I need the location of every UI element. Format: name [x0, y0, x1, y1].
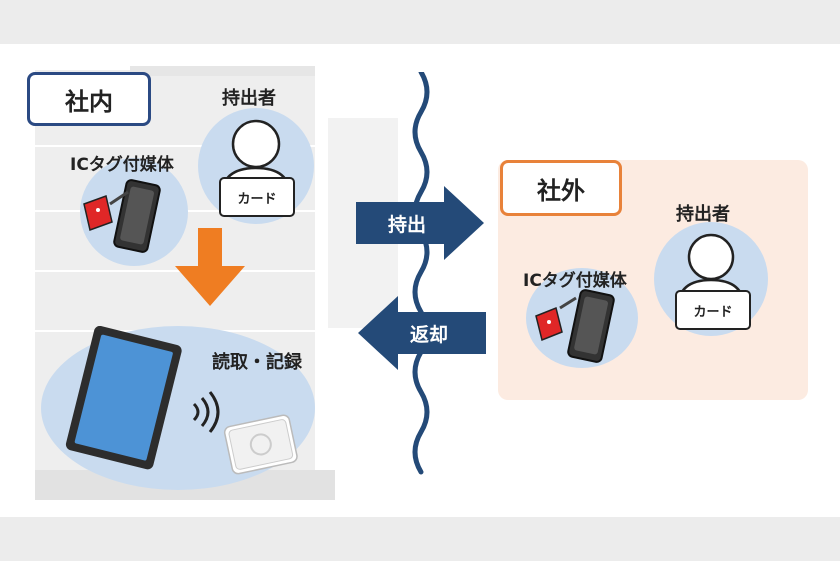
reader-label: 読取・記録 [212, 352, 302, 373]
return-label: 返却 [410, 324, 449, 346]
inside-label: 社内 [27, 72, 151, 126]
return-arrow-icon [358, 296, 486, 370]
down-arrow-icon [175, 228, 245, 306]
checkout-arrow-icon [356, 186, 484, 260]
outside-holder-label: 持出者 [676, 204, 730, 225]
checkout-label: 持出 [388, 214, 427, 236]
outside-card: カード [675, 290, 751, 330]
inside-ic-media-label: ICタグ付媒体 [70, 155, 174, 175]
wireless-signal-icon [192, 391, 220, 433]
outside-label: 社外 [500, 160, 622, 216]
ic-card-icon [223, 414, 298, 475]
top-band [0, 0, 840, 44]
tablet-icon [65, 326, 182, 470]
outside-ic-media-label: ICタグ付媒体 [523, 271, 627, 291]
outside-ic-tag-smartphone-icon [535, 289, 615, 363]
bottom-band [0, 517, 840, 561]
inside-ic-tag-smartphone-icon [83, 179, 161, 253]
inside-holder-label: 持出者 [222, 88, 276, 109]
inside-card: カード [219, 177, 295, 217]
wavy-divider [412, 72, 430, 475]
